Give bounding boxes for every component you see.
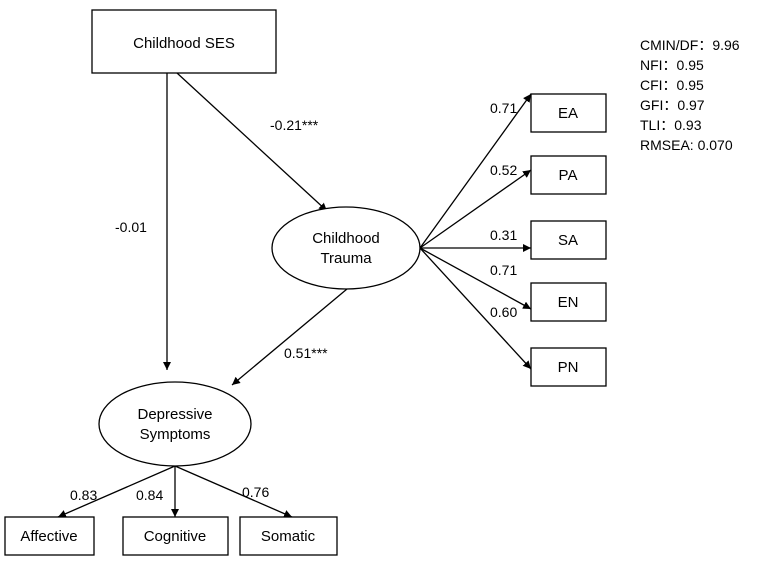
- loading-pn: 0.60: [490, 304, 517, 320]
- node-en: [530, 282, 607, 322]
- loading-sa: 0.31: [490, 227, 517, 243]
- node-somatic-label: Somatic: [261, 528, 316, 545]
- loading-cognitive: 0.84: [136, 487, 163, 503]
- fit-index-tli: TLI：0.93: [640, 117, 702, 133]
- node-sa-label: SA: [558, 232, 578, 249]
- loading-somatic: 0.76: [242, 484, 269, 500]
- fit-index-nfi: NFI：0.95: [640, 57, 704, 73]
- fit-index-cmin-df: CMIN/DF：9.96: [640, 37, 740, 53]
- coef-ses-to-depression: -0.01: [115, 219, 147, 235]
- node-childhood-trauma: [271, 206, 421, 290]
- coef-ses-to-trauma: -0.21***: [270, 117, 319, 133]
- edge-ses-to-trauma: [176, 72, 328, 212]
- node-ea: [530, 93, 607, 133]
- node-cognitive: [122, 516, 229, 556]
- fit-index-gfi: GFI：0.97: [640, 97, 705, 113]
- coef-trauma-to-depression: 0.51***: [284, 345, 328, 361]
- edge-trauma-to-ea: [419, 93, 532, 249]
- node-childhood-ses-label: Childhood SES: [133, 35, 235, 52]
- edge-trauma-to-pa: [419, 169, 532, 249]
- node-en-label: EN: [558, 294, 579, 311]
- node-sa: [530, 220, 607, 260]
- fit-index-cfi: CFI：0.95: [640, 77, 704, 93]
- fit-index-rmsea: RMSEA: 0.070: [640, 137, 733, 153]
- node-childhood-trauma-label-line1: Childhood: [312, 230, 380, 247]
- loading-affective: 0.83: [70, 487, 97, 503]
- node-pn: [530, 347, 607, 387]
- loading-ea: 0.71: [490, 100, 517, 116]
- node-depressive-symptoms: [98, 381, 252, 467]
- node-childhood-ses: [91, 9, 277, 74]
- node-somatic: [239, 516, 338, 556]
- node-pa: [530, 155, 607, 195]
- edge-trauma-to-depression: [231, 288, 348, 386]
- loading-en: 0.71: [490, 262, 517, 278]
- edge-trauma-to-pn: [419, 247, 532, 370]
- node-depressive-symptoms-label-line2: Symptoms: [140, 426, 211, 443]
- node-affective: [4, 516, 95, 556]
- edge-depression-to-somatic: [174, 465, 293, 518]
- node-ea-label: EA: [558, 105, 578, 122]
- node-pn-label: PN: [558, 359, 579, 376]
- edge-trauma-to-en: [419, 247, 532, 310]
- node-childhood-trauma-label-line2: Trauma: [320, 250, 372, 267]
- node-cognitive-label: Cognitive: [144, 528, 207, 545]
- edge-depression-to-affective: [57, 465, 176, 518]
- node-pa-label: PA: [559, 167, 578, 184]
- fit-indices: CMIN/DF：9.96 NFI：0.95 CFI：0.95 GFI：0.97 …: [640, 37, 740, 153]
- node-depressive-symptoms-label-line1: Depressive: [137, 406, 212, 423]
- node-affective-label: Affective: [20, 528, 77, 545]
- loading-pa: 0.52: [490, 162, 517, 178]
